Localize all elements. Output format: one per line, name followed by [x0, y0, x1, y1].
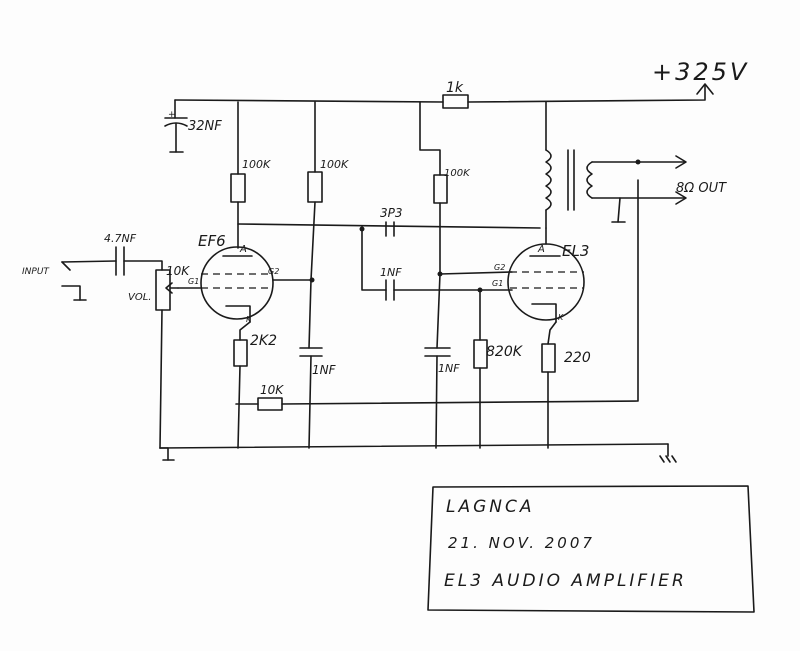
el3-cathode-label: K	[558, 313, 564, 322]
el3-anode-label: A	[537, 244, 545, 255]
el3-g1-label: G1	[492, 279, 503, 288]
title-block	[427, 485, 755, 613]
ef6-screen-branch	[299, 101, 323, 449]
coupling-network	[359, 221, 513, 301]
svg-text:+: +	[168, 110, 176, 120]
el3-plate-resistor-label: 100K	[444, 168, 471, 179]
ef6-tube	[177, 246, 312, 323]
ef6-g2-label: G2	[268, 267, 279, 276]
ef6-anode-label: A	[239, 244, 247, 255]
ef6-cathode-label: K	[246, 315, 252, 324]
ef6-plate-resistor-label: 100K	[242, 158, 271, 171]
input-label: INPUT	[22, 267, 50, 277]
el3-tube	[507, 227, 585, 323]
el3-tube-label: EL3	[562, 242, 589, 260]
output-transformer	[545, 101, 687, 229]
output-label: 8Ω OUT	[676, 181, 727, 196]
el3-g2-label: G2	[494, 263, 505, 272]
volume-label: VOL.	[128, 292, 151, 303]
el3-cathode-resistor-label: 220	[564, 350, 591, 366]
screen-cap-label: 1NF	[312, 363, 337, 377]
ef6-plate-branch	[230, 101, 541, 249]
coupling-cap2-label: 1NF	[380, 266, 402, 279]
date-text: 21. NOV. 2007	[448, 534, 595, 552]
pot-label: 10K	[166, 264, 190, 278]
feedback-resistor-label: 10K	[260, 383, 284, 397]
ef6-cathode-resistor-label: 2K2	[250, 333, 277, 349]
el3-cathode-branch	[541, 321, 557, 449]
ground-rail	[159, 443, 677, 463]
drawing-title: EL3 AUDIO AMPLIFIER	[444, 571, 687, 591]
supply-resistor-label: 1k	[446, 80, 464, 96]
supply-resistor	[442, 94, 469, 109]
ef6-g1-label: G1	[188, 277, 199, 286]
ef6-cathode-branch	[233, 321, 251, 449]
filter-capacitor: +	[164, 99, 188, 153]
ef6-screen-resistor-label: 100K	[320, 158, 349, 171]
el3-grid-resistor-label: 820K	[486, 344, 524, 360]
supply-rail	[174, 83, 714, 103]
ef6-tube-label: EF6	[198, 232, 226, 250]
author-text: LAGNCA	[446, 497, 535, 517]
input-cap-label: 4.7NF	[104, 232, 137, 245]
coupling-cap-label: 3P3	[380, 206, 403, 220]
feedback-branch	[235, 179, 639, 411]
input-section	[61, 246, 179, 449]
filter-cap-label: 32NF	[188, 119, 222, 134]
el3-grid-resistor	[473, 287, 488, 449]
el3-screen-branch	[419, 101, 513, 449]
supply-voltage-label: +325V	[652, 58, 749, 86]
el3-grid-cap-label: 1NF	[438, 362, 460, 375]
